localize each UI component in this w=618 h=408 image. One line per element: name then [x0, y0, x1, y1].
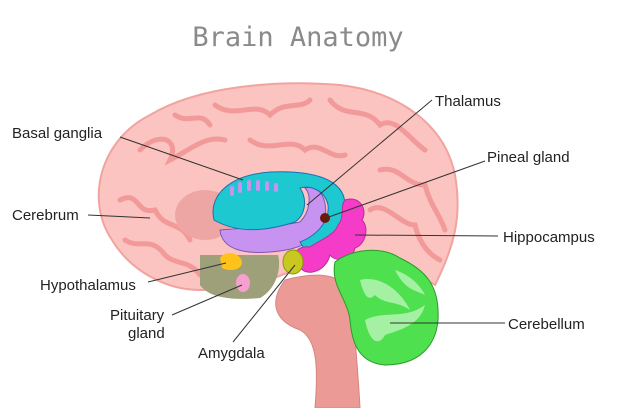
- leader-cerebrum: [87, 214, 151, 219]
- label-basal-ganglia: Basal ganglia: [12, 125, 103, 142]
- leader-hippocampus: [354, 234, 499, 237]
- cerebrum-gyri: [117, 97, 448, 278]
- label-amygdala: Amygdala: [198, 345, 265, 362]
- amygdala: [282, 249, 304, 275]
- cerebellum: [333, 249, 439, 366]
- hypothalamus: [220, 253, 242, 270]
- hippocampus: [294, 198, 367, 273]
- leader-basal-ganglia: [119, 136, 244, 181]
- diagram-title: Brain Anatomy: [192, 22, 403, 53]
- label-hippocampus: Hippocampus: [503, 229, 595, 246]
- label-pituitary-line1: Pituitary: [110, 307, 165, 324]
- leader-pituitary: [171, 284, 243, 316]
- leader-pineal-gland: [325, 160, 486, 219]
- label-pituitary-line2: gland: [128, 325, 165, 342]
- label-thalamus: Thalamus: [435, 93, 501, 110]
- label-pineal-gland: Pineal gland: [487, 149, 570, 166]
- leader-hypothalamus: [147, 262, 227, 283]
- leader-amygdala: [232, 264, 296, 343]
- leader-lines: [87, 99, 505, 343]
- basal-ganglia-striations: [230, 180, 278, 196]
- label-hypothalamus: Hypothalamus: [40, 277, 136, 294]
- basal-ganglia: [212, 171, 346, 251]
- label-cerebellum: Cerebellum: [508, 316, 585, 333]
- pituitary-gland: [236, 274, 250, 292]
- label-cerebrum: Cerebrum: [12, 207, 79, 224]
- pineal-gland: [320, 213, 330, 223]
- leader-thalamus: [306, 99, 433, 206]
